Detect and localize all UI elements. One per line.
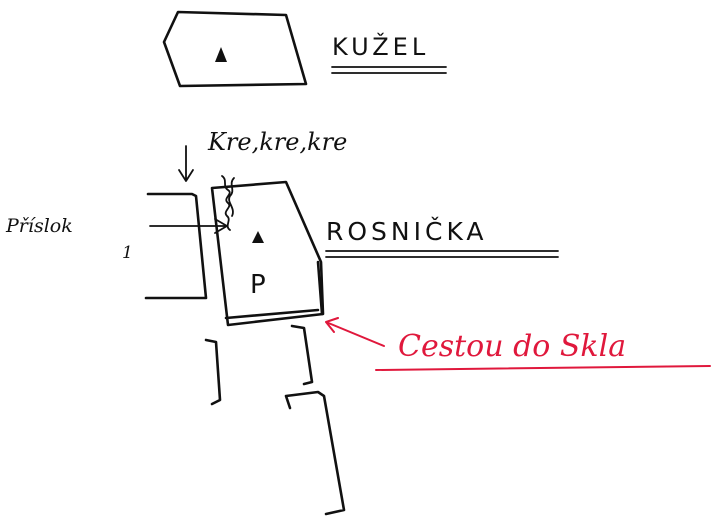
rosnicka-block	[210, 180, 325, 327]
lower-right-bracket	[290, 324, 314, 386]
kuzel-underline	[331, 66, 447, 74]
left-bracket	[144, 192, 208, 300]
lower-left-bracket	[204, 338, 222, 406]
prislok-label: Příslok	[5, 215, 73, 237]
prislok-arrow-icon	[149, 218, 228, 234]
sound-label: Kre,kre,kre	[207, 128, 347, 156]
cesta-underline	[375, 365, 711, 371]
prislok-number: 1	[122, 243, 133, 263]
rosnicka-p-marker: P	[250, 270, 266, 300]
rosnicka-label: ROSNIČKA	[326, 216, 488, 246]
rosnicka-block-shade	[224, 260, 324, 320]
red-arrow-icon	[325, 317, 385, 347]
frog-squiggle	[221, 175, 235, 231]
down-arrow-icon	[178, 145, 194, 182]
cesta-label: Cestou do Skla	[398, 329, 626, 364]
bottom-bracket	[284, 390, 346, 516]
kuzel-label: KUŽEL	[332, 32, 429, 61]
rosnicka-underline	[325, 250, 559, 258]
kuzel-triangle-icon	[215, 47, 227, 62]
rosnicka-triangle-icon	[252, 231, 264, 243]
kuzel-block	[162, 10, 308, 88]
